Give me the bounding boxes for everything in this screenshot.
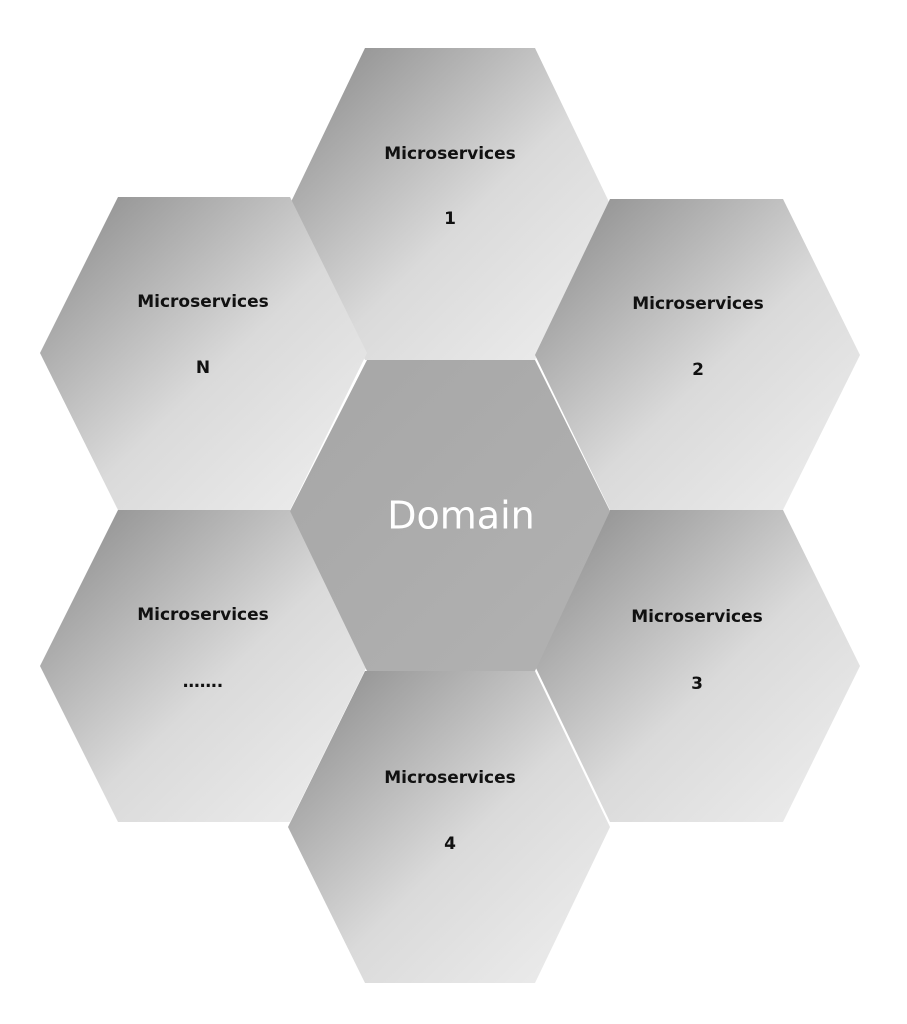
node-title: Microservices bbox=[137, 605, 269, 625]
hex-microservices-2: Microservices 2 bbox=[535, 199, 860, 510]
hexagon-shape bbox=[535, 199, 860, 510]
hex-microservices-n: Microservices N bbox=[40, 197, 367, 510]
node-number: N bbox=[196, 358, 210, 378]
hex-microservices-1: Microservices 1 bbox=[290, 48, 610, 360]
node-number: 1 bbox=[444, 209, 456, 229]
hex-microservices-3: Microservices 3 bbox=[535, 510, 860, 822]
node-number: 2 bbox=[692, 360, 704, 380]
node-title: Microservices bbox=[137, 292, 269, 312]
node-number: 4 bbox=[444, 834, 456, 854]
hexagon-shape bbox=[288, 671, 610, 983]
node-title: Microservices bbox=[384, 768, 516, 788]
hexagon-shape bbox=[40, 510, 367, 822]
hexagon-shape bbox=[40, 197, 367, 510]
hex-microservices-more: Microservices ……. bbox=[40, 510, 367, 822]
node-title: Microservices bbox=[632, 294, 764, 314]
hexagon-shape bbox=[290, 48, 610, 360]
hex-domain-center: Domain bbox=[290, 360, 610, 671]
node-title: Microservices bbox=[631, 607, 763, 627]
node-number: 3 bbox=[691, 674, 703, 694]
hex-microservices-4: Microservices 4 bbox=[288, 671, 610, 983]
hexagon-shape bbox=[290, 360, 610, 671]
node-title: Microservices bbox=[384, 144, 516, 164]
hexagon-shape bbox=[535, 510, 860, 822]
domain-label: Domain bbox=[387, 494, 534, 538]
node-ellipsis: ……. bbox=[183, 672, 223, 692]
